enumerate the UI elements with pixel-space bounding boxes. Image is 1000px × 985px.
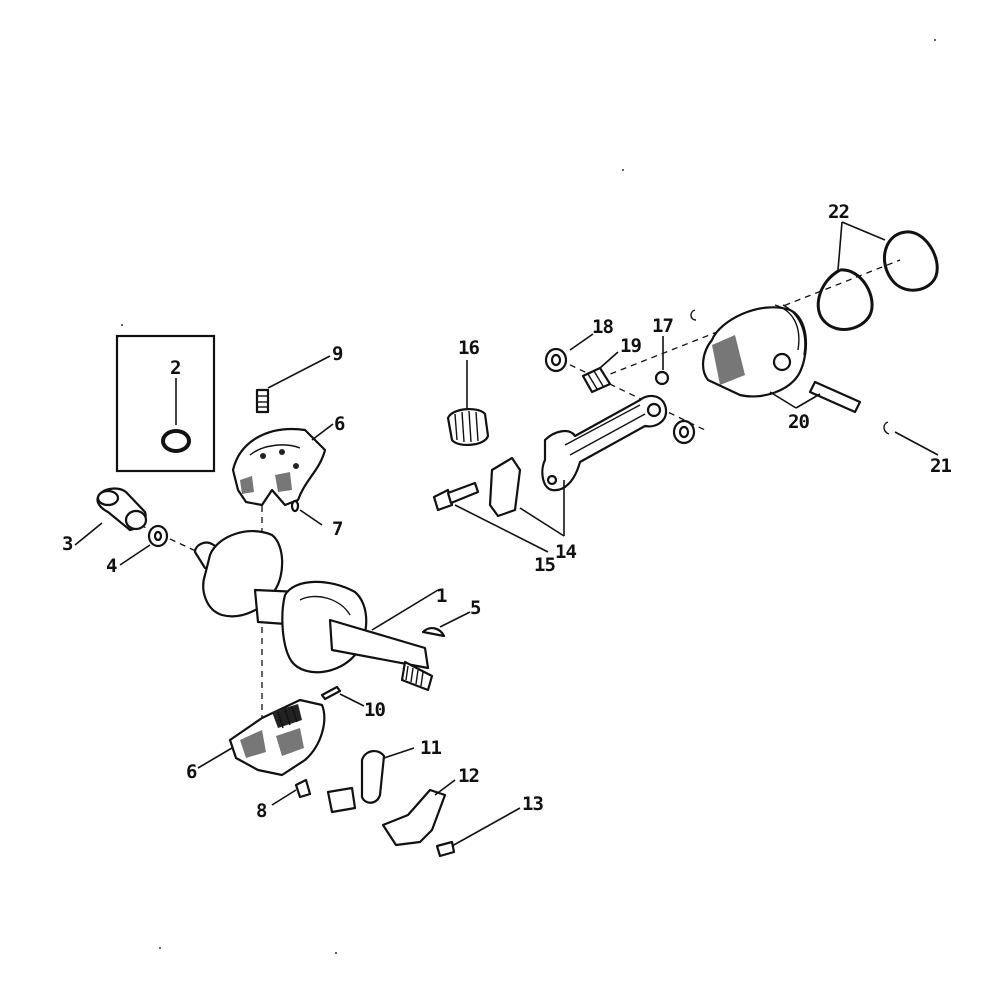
callout-3: 3 — [62, 533, 73, 555]
locating-washer-part — [654, 370, 670, 386]
o-ring-part — [161, 429, 191, 453]
crankshaft-part — [193, 530, 434, 692]
rod-washer-part — [672, 419, 696, 445]
callout-16: 16 — [458, 337, 479, 359]
callout-1: 1 — [436, 585, 447, 607]
callout-4: 4 — [106, 555, 117, 577]
callout-6-lower: 6 — [186, 761, 197, 783]
sleeve-part — [96, 487, 148, 532]
callout-14: 14 — [555, 541, 576, 563]
callout-2: 2 — [170, 357, 180, 379]
callout-5: 5 — [470, 597, 481, 619]
circlip-left-part — [690, 309, 697, 321]
piston-pin-bearing-part — [581, 366, 612, 394]
callout-10: 10 — [364, 699, 385, 721]
dowel-pin-part — [320, 685, 342, 701]
small-pin-part — [290, 499, 300, 513]
callout-20: 20 — [788, 411, 809, 433]
leader-lines — [74, 221, 939, 847]
con-rod-bolt-part — [432, 481, 480, 512]
woodruff-key-part — [421, 626, 446, 638]
con-rod-cap-part — [488, 456, 522, 518]
inset-box — [115, 334, 216, 473]
callout-18: 18 — [592, 316, 613, 338]
bearing-cage-upper-part — [231, 427, 327, 507]
callout-15: 15 — [534, 554, 555, 576]
small-screw-part — [294, 778, 312, 799]
callout-7: 7 — [332, 518, 343, 540]
callout-8: 8 — [256, 800, 267, 822]
scan-specks — [121, 39, 936, 954]
roller-part — [360, 750, 386, 804]
callout-labels: 1 2 3 4 5 6 6 7 8 9 10 11 12 13 14 15 16… — [62, 201, 952, 822]
piston-pin-part — [808, 380, 862, 414]
callout-6-upper: 6 — [334, 413, 345, 435]
screw-part — [255, 388, 270, 414]
callout-17: 17 — [652, 315, 673, 337]
callout-13: 13 — [522, 793, 543, 815]
callout-21: 21 — [930, 455, 951, 477]
callout-11: 11 — [420, 737, 441, 759]
callout-12: 12 — [458, 765, 479, 787]
callout-22: 22 — [828, 201, 849, 223]
piston-rings-part — [816, 230, 939, 331]
needle-bearing-part — [446, 408, 490, 446]
thrust-washer-part — [544, 347, 568, 373]
circlip-right-part — [883, 421, 890, 435]
callout-9: 9 — [332, 343, 343, 365]
callout-19: 19 — [620, 335, 641, 357]
roller-retainer-part — [326, 786, 357, 814]
piston-part — [702, 304, 807, 398]
bracket-screw-part — [435, 840, 456, 858]
bearing-cage-lower-part — [228, 698, 326, 777]
washer-part — [147, 524, 169, 548]
bracket-part — [381, 788, 447, 847]
connecting-rod-part — [541, 394, 668, 492]
